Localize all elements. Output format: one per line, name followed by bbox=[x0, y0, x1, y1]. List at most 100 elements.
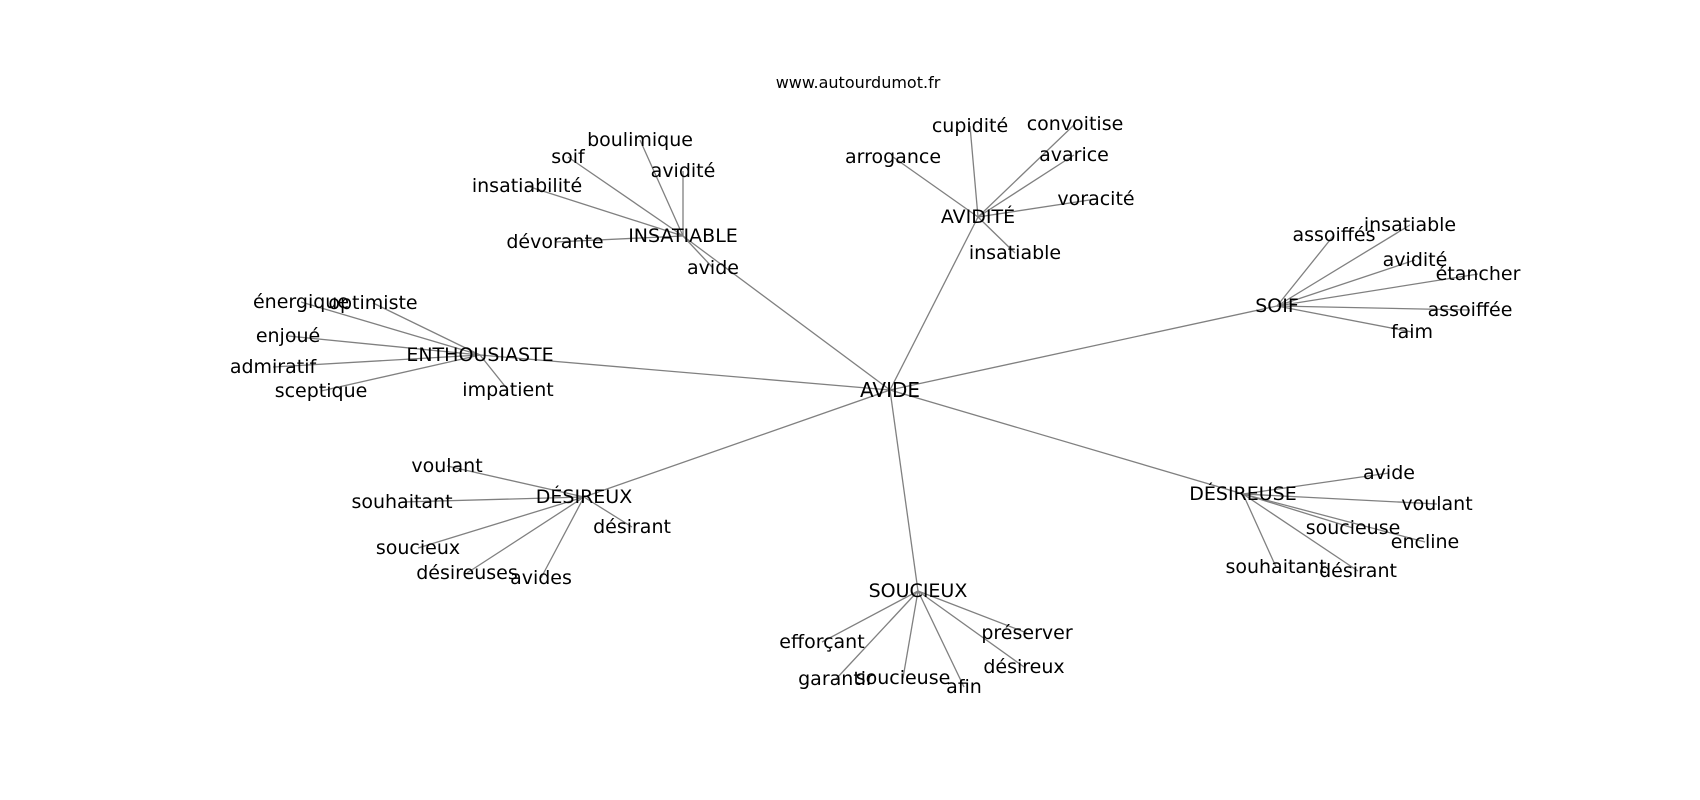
leaf-node[interactable]: admiratif bbox=[230, 356, 318, 378]
leaf-node[interactable]: afin bbox=[946, 676, 982, 698]
edges-layer bbox=[272, 123, 1479, 688]
leaf-node[interactable]: souhaitant bbox=[351, 491, 452, 513]
cluster-leaf-edge bbox=[1276, 234, 1335, 307]
leaf-node[interactable]: insatiabilité bbox=[472, 175, 582, 197]
leaf-node[interactable]: convoitise bbox=[1027, 113, 1124, 135]
cluster-leaf-edge bbox=[977, 198, 1097, 218]
cluster-leaf-edge bbox=[1276, 305, 1413, 333]
leaf-node[interactable]: efforçant bbox=[779, 631, 864, 653]
site-url[interactable]: www.autourdumot.fr bbox=[776, 73, 941, 92]
cluster-leaf-edge bbox=[417, 496, 585, 549]
cluster-leaf-edge bbox=[1276, 259, 1416, 307]
leaf-node[interactable]: soif bbox=[551, 146, 586, 168]
cluster-leaf-edge bbox=[1276, 305, 1471, 311]
cluster-leaf-edge bbox=[977, 123, 1076, 218]
leaf-node[interactable]: optimiste bbox=[328, 292, 417, 314]
cluster-leaf-edge bbox=[300, 301, 481, 356]
leaf-node[interactable]: désireux bbox=[983, 656, 1064, 678]
cluster-leaf-edge bbox=[446, 465, 585, 498]
leaf-node[interactable]: désirant bbox=[593, 516, 671, 538]
leaf-node[interactable]: soucieuse bbox=[856, 667, 951, 689]
root-cluster-edge bbox=[889, 389, 919, 592]
cluster-leaf-edge bbox=[902, 590, 919, 679]
leaf-node[interactable]: faim bbox=[1391, 321, 1433, 343]
leaf-node[interactable]: voracité bbox=[1057, 188, 1134, 210]
leaf-node[interactable]: avarice bbox=[1039, 144, 1109, 166]
cluster-leaf-edge bbox=[892, 156, 979, 218]
cluster-leaf-edge bbox=[466, 496, 585, 574]
leaf-node[interactable]: assoiffés bbox=[1292, 224, 1375, 246]
cluster-leaf-edge bbox=[1242, 493, 1359, 572]
root-cluster-edge bbox=[889, 216, 979, 391]
cluster-leaf-edge bbox=[977, 216, 1016, 254]
leaf-node[interactable]: désirant bbox=[1319, 560, 1397, 582]
cluster-leaf-edge bbox=[320, 354, 481, 392]
cluster-leaf-edge bbox=[1242, 493, 1354, 529]
root-node[interactable]: AVIDE bbox=[860, 378, 920, 402]
leaf-node[interactable]: encline bbox=[1391, 531, 1459, 553]
leaf-node[interactable]: insatiable bbox=[1364, 214, 1456, 236]
leaf-node[interactable]: avide bbox=[687, 257, 739, 279]
cluster-leaf-edge bbox=[977, 154, 1075, 218]
leaf-node[interactable]: assoiffée bbox=[1428, 299, 1513, 321]
cluster-node[interactable]: ENTHOUSIASTE bbox=[406, 344, 553, 366]
cluster-node[interactable]: DÉSIREUX bbox=[536, 485, 632, 508]
leaf-node[interactable]: insatiable bbox=[969, 242, 1061, 264]
leaf-node[interactable]: souhaitant bbox=[1225, 556, 1326, 578]
leaf-node[interactable]: désireuses bbox=[416, 562, 518, 584]
leaf-node[interactable]: étancher bbox=[1436, 263, 1521, 285]
cluster-node[interactable]: SOIF bbox=[1255, 295, 1299, 317]
cluster-leaf-edge bbox=[554, 235, 684, 243]
cluster-leaf-edge bbox=[1242, 493, 1277, 568]
leaf-node[interactable]: dévorante bbox=[506, 231, 603, 253]
cluster-leaf-edge bbox=[682, 235, 714, 269]
cluster-leaf-edge bbox=[917, 590, 1025, 668]
leaf-node[interactable]: garantir bbox=[798, 668, 874, 690]
cluster-leaf-edge bbox=[567, 156, 684, 237]
cluster-leaf-edge bbox=[639, 139, 684, 237]
cluster-leaf-edge bbox=[917, 590, 965, 688]
cluster-leaf-edge bbox=[526, 185, 684, 237]
cluster-leaf-edge bbox=[401, 496, 585, 503]
cluster-leaf-edge bbox=[540, 496, 585, 579]
cluster-leaf-edge bbox=[917, 590, 1028, 634]
cluster-node[interactable]: INSATIABLE bbox=[628, 225, 738, 247]
leaf-node[interactable]: avide bbox=[1363, 462, 1415, 484]
cluster-leaf-edge bbox=[479, 354, 509, 391]
cluster-leaf-edge bbox=[835, 590, 919, 680]
cluster-node[interactable]: AVIDITÉ bbox=[941, 205, 1015, 228]
cluster-leaf-edge bbox=[372, 302, 481, 356]
leaf-node[interactable]: impatient bbox=[462, 379, 553, 401]
cluster-leaf-edge bbox=[1276, 273, 1479, 307]
leaf-node[interactable]: avidité bbox=[651, 160, 716, 182]
leaf-node[interactable]: avides bbox=[510, 567, 572, 589]
cluster-leaf-edge bbox=[287, 335, 481, 356]
leaf-node[interactable]: préserver bbox=[981, 622, 1072, 644]
root-cluster-edge bbox=[889, 305, 1278, 391]
cluster-node[interactable]: DÉSIREUSE bbox=[1189, 482, 1296, 505]
leaf-node[interactable]: voulant bbox=[411, 455, 482, 477]
leaf-node[interactable]: arrogance bbox=[845, 146, 941, 168]
leaf-node[interactable]: cupidité bbox=[932, 115, 1008, 137]
leaf-node[interactable]: boulimique bbox=[587, 129, 693, 151]
cluster-leaf-edge bbox=[583, 496, 633, 528]
leaf-node[interactable]: sceptique bbox=[275, 380, 368, 402]
root-cluster-edge bbox=[889, 389, 1244, 495]
cluster-leaf-edge bbox=[821, 590, 919, 643]
leaf-node[interactable]: soucieuse bbox=[1306, 517, 1401, 539]
cluster-node[interactable]: SOUCIEUX bbox=[869, 580, 968, 602]
leaf-node[interactable]: soucieux bbox=[376, 537, 460, 559]
cluster-leaf-edge bbox=[272, 354, 481, 368]
leaf-node[interactable]: voulant bbox=[1401, 493, 1472, 515]
root-cluster-edge bbox=[583, 389, 891, 498]
cluster-leaf-edge bbox=[1242, 493, 1426, 543]
leaf-node[interactable]: avidité bbox=[1383, 249, 1448, 271]
leaf-node[interactable]: énergique bbox=[253, 291, 349, 313]
cluster-leaf-edge bbox=[1276, 224, 1411, 307]
root-cluster-edge bbox=[682, 235, 891, 391]
leaf-node[interactable]: enjoué bbox=[256, 325, 320, 347]
cluster-leaf-edge bbox=[969, 125, 979, 218]
